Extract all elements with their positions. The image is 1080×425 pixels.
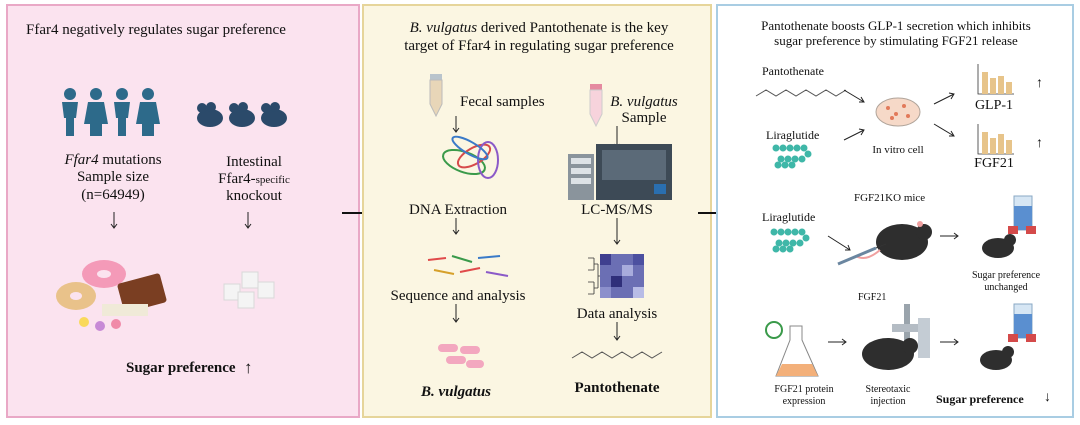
pref-unchanged-line2: unchanged — [984, 282, 1028, 293]
mice-icon — [197, 102, 287, 127]
ko-mouse-injection-icon — [837, 221, 932, 266]
ko-liraglutide-label: Liraglutide — [762, 210, 816, 224]
glp1-label: GLP-1 — [974, 98, 1014, 113]
stereo-label-line1: Stereotaxic — [865, 384, 911, 395]
panel1-title: Ffar4 negatively regulates sugar prefere… — [26, 22, 286, 38]
ko-liraglutide-chain-icon — [770, 228, 810, 253]
knockout-line-3: knockout — [226, 188, 282, 204]
sequence-label: Sequence and analysis — [390, 288, 526, 304]
panel2-title-species: B. vulgatus — [409, 20, 478, 36]
fecal-tube-icon — [429, 74, 443, 118]
sample-n-label: (n=64949) — [81, 187, 145, 203]
pref-unchanged-line1: Sugar preference — [971, 270, 1041, 281]
knockout-line-2: Ffar4-specific — [218, 171, 290, 188]
liraglutide-chain-icon — [772, 144, 812, 169]
knockout-line-1: Intestinal — [226, 154, 282, 170]
outcome-label: Sugar preference — [126, 360, 236, 376]
knockout-specific: specific — [255, 174, 290, 186]
sequence-reads-icon — [427, 255, 509, 277]
final-outcome-label: Sugar preference — [936, 392, 1024, 406]
bottle-mouse-icon-2 — [980, 303, 1036, 370]
stereotaxic-mouse-icon — [862, 304, 930, 370]
sample-size-label: Sample size — [76, 169, 150, 185]
fgf21-label: FGF21 — [974, 156, 1014, 171]
dna-extraction-label: DNA Extraction — [409, 202, 507, 218]
flask-icon — [765, 321, 819, 377]
lcms-label: LC-MS/MS — [581, 202, 653, 218]
pantothenate-structure-icon — [755, 89, 847, 97]
panel-ffar4-regulation: Ffar4 negatively regulates sugar prefere… — [6, 4, 360, 418]
liraglutide-label: Liraglutide — [766, 128, 820, 142]
bottle-mouse-icon-1 — [982, 195, 1036, 258]
mutation-label: Ffar4 mutations — [64, 152, 161, 168]
petri-dish-icon — [875, 97, 921, 127]
pantothenate-molecule-icon — [571, 351, 663, 359]
up-arrow-indicator: ↑ — [244, 358, 253, 377]
result-bvulgatus: B. vulgatus — [420, 384, 492, 400]
panel2-title-line1: B. vulgatus derived Pantothenate is the … — [410, 20, 669, 37]
result-pantothenate: Pantothenate — [574, 380, 660, 396]
sweets-icon — [56, 260, 167, 331]
panel-pantothenate-target: B. vulgatus derived Pantothenate is the … — [362, 4, 712, 418]
pantothenate-label: Pantothenate — [762, 64, 824, 78]
ko-mice-label: FGF21KO mice — [854, 192, 926, 204]
panel-glp1-fgf21: Pantothenate boosts GLP-1 secretion whic… — [716, 4, 1074, 418]
panel3-title-line2: sugar preference by stimulating FGF21 re… — [774, 33, 1018, 48]
lcms-instrument-icon — [568, 144, 672, 200]
fgf21-up-arrow: ↑ — [1036, 136, 1043, 151]
mutation-suffix: mutations — [98, 152, 162, 168]
bv-sample-label: Sample — [621, 110, 667, 126]
knockout-gene: Ffar4- — [218, 171, 256, 187]
final-down-arrow: ↓ — [1044, 390, 1051, 405]
stereo-label-line2: injection — [870, 396, 906, 407]
data-analysis-label: Data analysis — [576, 306, 658, 322]
panel1-arrows — [110, 212, 252, 229]
panel2-title-rest: derived Pantothenate is the key — [477, 20, 669, 36]
bv-sample-species: B. vulgatus — [610, 94, 678, 110]
protein-label-line2: expression — [782, 396, 826, 407]
panel3-arrows — [827, 89, 959, 346]
bacteria-icon — [438, 344, 484, 368]
glp1-bar-chart-icon — [977, 64, 1014, 95]
protein-label-line1: FGF21 protein — [774, 384, 834, 395]
heatmap-icon — [588, 254, 644, 298]
panel3-title-line1: Pantothenate boosts GLP-1 secretion whic… — [761, 18, 1031, 33]
sugar-cubes-icon — [223, 271, 275, 309]
fgf21-top-label: FGF21 — [858, 292, 887, 303]
bv-tube-icon — [589, 84, 603, 128]
glp1-up-arrow: ↑ — [1036, 76, 1043, 91]
invitro-label: In vitro cell — [872, 144, 924, 156]
people-icon — [62, 88, 160, 136]
fecal-samples-label: Fecal samples — [460, 94, 545, 110]
gene-name: Ffar4 — [64, 152, 99, 168]
panel2-title-line2: target of Ffar4 in regulating sugar pref… — [404, 38, 674, 54]
dna-plasmid-icon — [442, 135, 499, 179]
fgf21-bar-chart-icon — [977, 124, 1014, 155]
